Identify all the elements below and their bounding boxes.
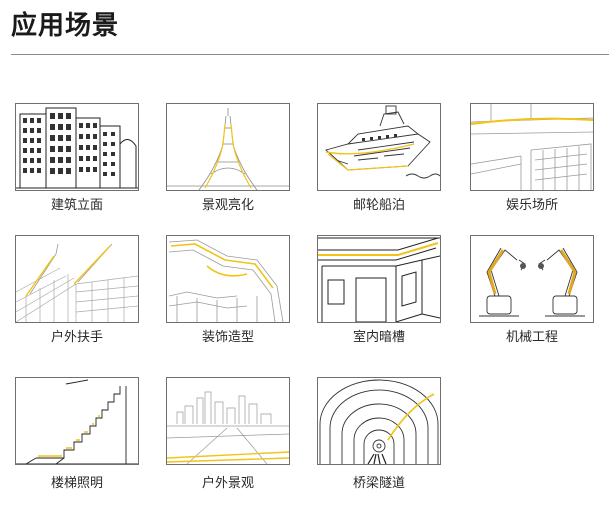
scene-label: 户外景观 bbox=[201, 476, 254, 491]
indoor-cove-icon bbox=[318, 236, 440, 322]
scene-tile-entertainment bbox=[470, 103, 594, 191]
scene-label: 景观亮化 bbox=[201, 198, 254, 213]
scene-label: 桥梁隧道 bbox=[352, 476, 405, 491]
title-divider bbox=[11, 54, 609, 55]
tower-landscape-icon bbox=[167, 104, 289, 190]
scene-label: 装饰造型 bbox=[201, 330, 254, 345]
outdoor-handrail-icon bbox=[16, 236, 138, 322]
outdoor-landscape-icon bbox=[167, 378, 289, 464]
scene-label: 娱乐场所 bbox=[505, 198, 558, 213]
scene-tile-building-facade bbox=[15, 103, 139, 191]
scene-tile-decorative-shape bbox=[166, 235, 290, 323]
scene-label: 邮轮船泊 bbox=[352, 198, 405, 213]
tunnel-icon bbox=[318, 378, 440, 464]
scene-label: 室内暗槽 bbox=[352, 330, 405, 345]
scene-label: 户外扶手 bbox=[50, 330, 103, 345]
scene-label: 建筑立面 bbox=[50, 198, 103, 213]
stair-lighting-icon bbox=[16, 378, 138, 464]
scene-tile-outdoor-landscape bbox=[166, 377, 290, 465]
scene-tile-outdoor-handrail bbox=[15, 235, 139, 323]
scene-label: 楼梯照明 bbox=[50, 476, 103, 491]
scene-tile-stair-lighting bbox=[15, 377, 139, 465]
page-title: 应用场景 bbox=[11, 11, 120, 41]
scene-tile-landscape-lighting bbox=[166, 103, 290, 191]
scene-tile-mechanical bbox=[470, 235, 594, 323]
entertainment-venue-icon bbox=[471, 104, 593, 190]
scene-tile-indoor-cove bbox=[317, 235, 441, 323]
scene-label: 机械工程 bbox=[505, 330, 558, 345]
robot-arm-icon bbox=[471, 236, 593, 322]
scene-tile-cruise-ship bbox=[317, 103, 441, 191]
decorative-shape-icon bbox=[167, 236, 289, 322]
building-facade-icon bbox=[16, 104, 138, 190]
cruise-ship-icon bbox=[318, 104, 440, 190]
scene-tile-bridge-tunnel bbox=[317, 377, 441, 465]
